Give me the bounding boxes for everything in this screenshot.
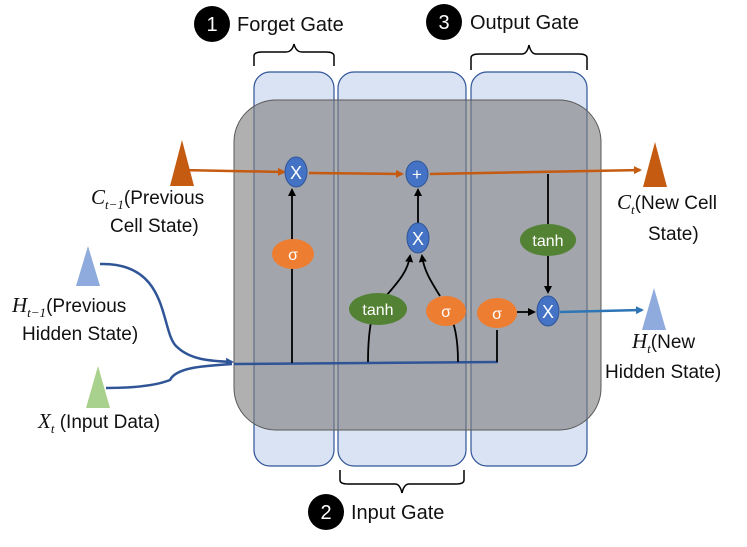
new-cell-subscript: t	[631, 202, 635, 217]
input-sigma-node	[426, 296, 466, 326]
forget-gate-brace	[253, 43, 335, 66]
new-cell-symbol: C	[617, 190, 632, 214]
prev-hidden-curve	[99, 262, 234, 366]
prev-hidden-symbol: H	[11, 293, 29, 317]
new-cell-line1: (New Cell	[635, 193, 717, 214]
input-data-line1: (Input Data)	[54, 412, 160, 433]
new-hidden-symbol: H	[631, 329, 649, 353]
new-cell-line2: State)	[648, 224, 699, 245]
prev-cell-line1: (Previous	[124, 188, 204, 209]
prev-cell-label: Ct−1(Previous	[91, 185, 204, 212]
input-tanh-node	[349, 293, 407, 325]
input-gate-number-badge	[308, 494, 344, 530]
new-hidden-line	[559, 306, 644, 315]
input-gate-brace	[339, 470, 465, 494]
new-hidden-label: Ht(New	[631, 329, 695, 356]
sigma-to-mult	[418, 254, 441, 297]
lstm-cell-body	[233, 99, 602, 431]
prev-cell-line2: Cell State)	[110, 216, 199, 237]
input-tanh-text: tanh	[362, 302, 393, 319]
output-sigma-text: σ	[492, 306, 502, 323]
forget-sigma-node	[272, 239, 314, 269]
output-tanh-text: tanh	[532, 233, 563, 250]
cell-state-line-mid	[308, 169, 404, 178]
input-data-subscript: t	[51, 421, 55, 436]
new-cell-label: Ct(New Cell	[617, 190, 717, 217]
forget-multiply-node	[284, 156, 308, 188]
tanh-to-mult	[385, 254, 414, 297]
prev-hidden-line1: (Previous	[46, 296, 126, 317]
cell-add-node	[405, 160, 429, 188]
cell-state-line-in	[179, 167, 286, 176]
new-hidden-triangle	[642, 288, 666, 330]
prev-hidden-triangle	[76, 246, 100, 286]
forget-sigma-text: σ	[288, 247, 298, 264]
output-gate-number-badge	[426, 4, 462, 40]
forget-gate-label: Forget Gate	[237, 14, 344, 36]
input-data-symbol: X	[37, 409, 52, 433]
output-gate-brace	[470, 44, 588, 70]
forget-gate-number-badge	[194, 6, 230, 42]
cell-state-line-out	[429, 166, 642, 176]
prev-cell-subscript: t−1	[105, 197, 124, 212]
output-tanh-node	[520, 224, 576, 256]
new-hidden-line2: Hidden State)	[605, 362, 721, 383]
prev-cell-symbol: C	[91, 185, 106, 209]
forget-multiply-text: X	[290, 163, 302, 183]
new-hidden-subscript: t	[647, 341, 651, 356]
new-hidden-line1: (New	[651, 332, 696, 353]
output-multiply-text: X	[542, 302, 554, 322]
input-data-triangle	[86, 366, 110, 408]
input-data-curve	[105, 362, 233, 390]
prev-hidden-subscript: t−1	[27, 305, 46, 320]
input-gate-label: Input Gate	[351, 502, 444, 524]
prev-hidden-line2: Hidden State)	[22, 324, 138, 345]
output-gate-label: Output Gate	[470, 12, 579, 34]
output-multiply-node	[536, 295, 560, 327]
prev-hidden-label: Ht−1(Previous	[11, 293, 126, 320]
output-sigma-node	[477, 298, 517, 328]
forget-gate-number: 1	[206, 14, 217, 36]
input-data-label: Xt (Input Data)	[37, 409, 160, 436]
input-multiply-text: X	[412, 229, 424, 249]
input-multiply-node	[406, 222, 430, 254]
cell-add-text: +	[412, 165, 422, 184]
prev-cell-triangle	[170, 140, 194, 186]
input-sigma-text: σ	[441, 304, 451, 321]
output-gate-number: 3	[438, 12, 449, 34]
new-cell-triangle	[643, 142, 667, 187]
input-gate-number: 2	[320, 502, 331, 524]
hidden-bus-line	[233, 360, 499, 366]
